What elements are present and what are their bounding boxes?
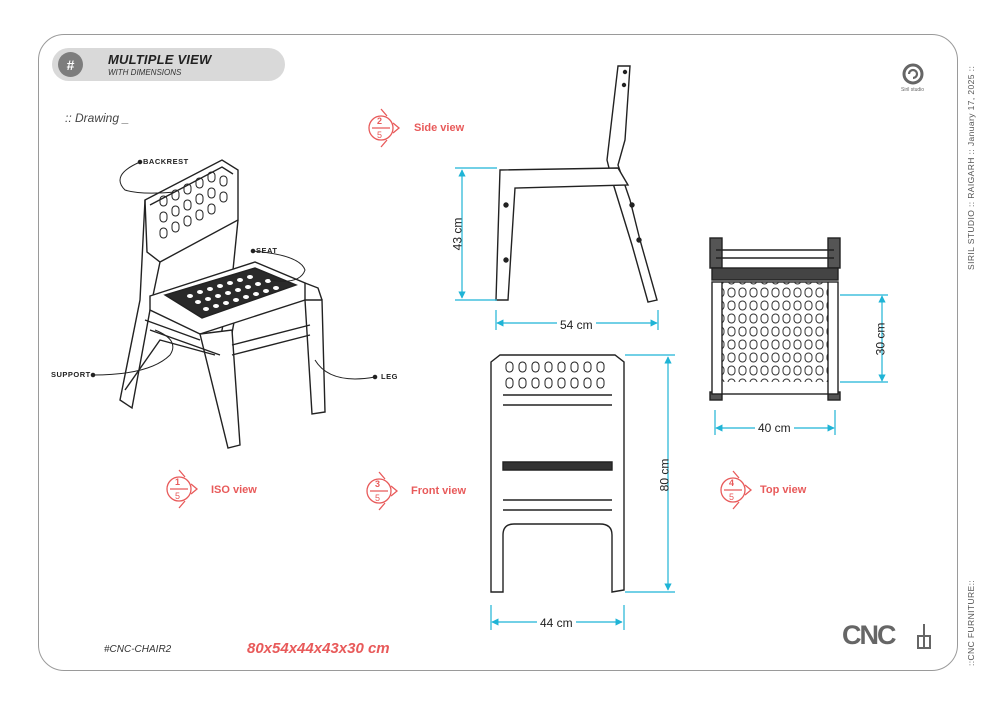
- badge-num-iso: 1: [175, 477, 181, 487]
- view-badge-side: [368, 108, 401, 148]
- view-badge-iso: [166, 469, 199, 509]
- badge-num-front: 3: [375, 479, 381, 489]
- iso-view-chair: [119, 159, 326, 449]
- badge-den-front: 5: [375, 493, 381, 503]
- side-view-label: Side view: [414, 122, 465, 134]
- badge-num-side: 2: [377, 116, 383, 126]
- cnc-logo: CNC: [842, 620, 896, 650]
- overall-dimensions: 80x54x44x43x30 cm: [247, 640, 390, 657]
- cnc-tool-icon: [917, 624, 931, 649]
- sheet-subtitle: WITH DIMENSIONS: [108, 68, 182, 77]
- cnc-furniture-text: ::CNC FURNITURE::: [966, 579, 976, 666]
- logo-caption: Siril studio: [901, 87, 925, 93]
- top-view-chair: [709, 237, 841, 401]
- seat-label: SEAT: [256, 246, 278, 255]
- side-view-chair: [495, 65, 658, 303]
- front-view-label: Front view: [411, 485, 467, 497]
- badge-num-top: 4: [729, 478, 735, 488]
- header-pill: [52, 48, 285, 81]
- product-code: #CNC-CHAIR2: [104, 644, 172, 655]
- view-badge-front: [366, 471, 399, 511]
- hash-badge: #: [58, 52, 83, 77]
- sheet-title: MULTIPLE VIEW: [108, 52, 212, 67]
- front-width-dim: 44 cm: [537, 616, 576, 630]
- side-height-dim: 43 cm: [450, 217, 465, 251]
- badge-den-top: 5: [729, 492, 735, 502]
- iso-view-label: ISO view: [211, 484, 257, 496]
- front-view-chair: [490, 354, 625, 593]
- support-label: SUPPORT: [51, 370, 91, 379]
- part-callout-lines: [90, 159, 378, 380]
- top-view-label: Top view: [760, 484, 807, 496]
- view-badge-top: [720, 470, 753, 510]
- top-width-dim: 40 cm: [755, 421, 794, 435]
- top-depth-dim: 30 cm: [873, 322, 888, 356]
- badge-den-iso: 5: [175, 491, 181, 501]
- backrest-label: BACKREST: [143, 157, 189, 166]
- side-depth-dim: 54 cm: [557, 318, 596, 332]
- front-height-dim: 80 cm: [657, 458, 672, 492]
- badge-den-side: 5: [377, 130, 383, 140]
- leg-label: LEG: [381, 372, 398, 381]
- studio-date-text: SIRIL STUDIO :: RAIGARH :: January 17, 2…: [966, 65, 976, 270]
- drawing-label: :: Drawing _: [65, 111, 130, 125]
